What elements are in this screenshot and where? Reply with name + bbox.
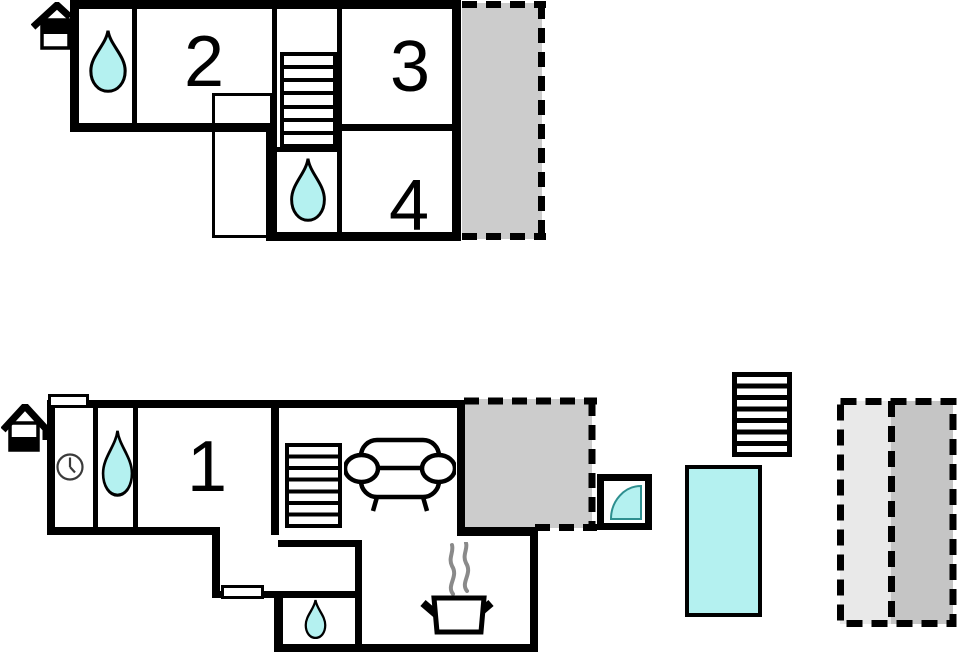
wall-segment bbox=[93, 408, 98, 527]
upper-terrace bbox=[462, 1, 546, 240]
wall-segment bbox=[274, 644, 538, 652]
shower-cubicle bbox=[597, 474, 652, 530]
wall-segment bbox=[337, 9, 342, 232]
staircase-icon bbox=[732, 372, 792, 457]
room-1-label: 1 bbox=[186, 427, 228, 507]
sofa-icon bbox=[344, 437, 456, 512]
wall-segment bbox=[47, 400, 55, 535]
ground-terrace bbox=[464, 397, 597, 531]
water-drop-icon bbox=[89, 30, 127, 93]
wall-segment bbox=[355, 540, 362, 644]
clock-icon bbox=[56, 453, 84, 481]
wall-segment bbox=[457, 400, 465, 535]
wall-segment bbox=[278, 540, 358, 547]
swimming-pool bbox=[685, 465, 762, 617]
water-drop-icon bbox=[304, 599, 327, 639]
wall-segment bbox=[212, 527, 220, 598]
room-2-label: 2 bbox=[183, 22, 225, 102]
wall-segment bbox=[272, 9, 277, 123]
house-lower-level-icon bbox=[1, 404, 50, 452]
wall-segment bbox=[133, 408, 138, 527]
room-4-label: 4 bbox=[388, 166, 430, 246]
wall-segment bbox=[47, 400, 465, 408]
wall-segment bbox=[271, 408, 279, 535]
stove-icon bbox=[420, 595, 494, 635]
wall-segment bbox=[70, 0, 79, 132]
door-marker bbox=[48, 394, 89, 408]
room-3-label: 3 bbox=[389, 27, 431, 107]
shower-pan-icon bbox=[610, 485, 642, 520]
staircase-icon bbox=[280, 52, 337, 148]
wall-segment bbox=[452, 0, 461, 241]
wall-segment bbox=[457, 527, 538, 536]
upper-annex-room bbox=[212, 93, 273, 238]
wall-segment bbox=[47, 527, 220, 535]
wall-segment bbox=[132, 9, 137, 123]
staircase-icon bbox=[285, 443, 342, 528]
wall-segment bbox=[530, 527, 538, 652]
water-drop-icon bbox=[101, 430, 134, 497]
wall-segment bbox=[212, 591, 358, 598]
steam-icon bbox=[448, 542, 471, 596]
patio-areas bbox=[837, 398, 957, 627]
door-marker bbox=[221, 585, 264, 599]
wall-segment bbox=[70, 0, 461, 9]
water-drop-icon bbox=[290, 158, 326, 222]
wall-segment bbox=[277, 147, 337, 152]
house-upper-level-icon bbox=[31, 2, 73, 50]
wall-segment bbox=[274, 591, 283, 652]
wall-segment bbox=[266, 232, 461, 241]
wall-segment bbox=[266, 123, 277, 232]
wall-segment bbox=[342, 124, 452, 131]
wall-segment bbox=[70, 123, 277, 132]
